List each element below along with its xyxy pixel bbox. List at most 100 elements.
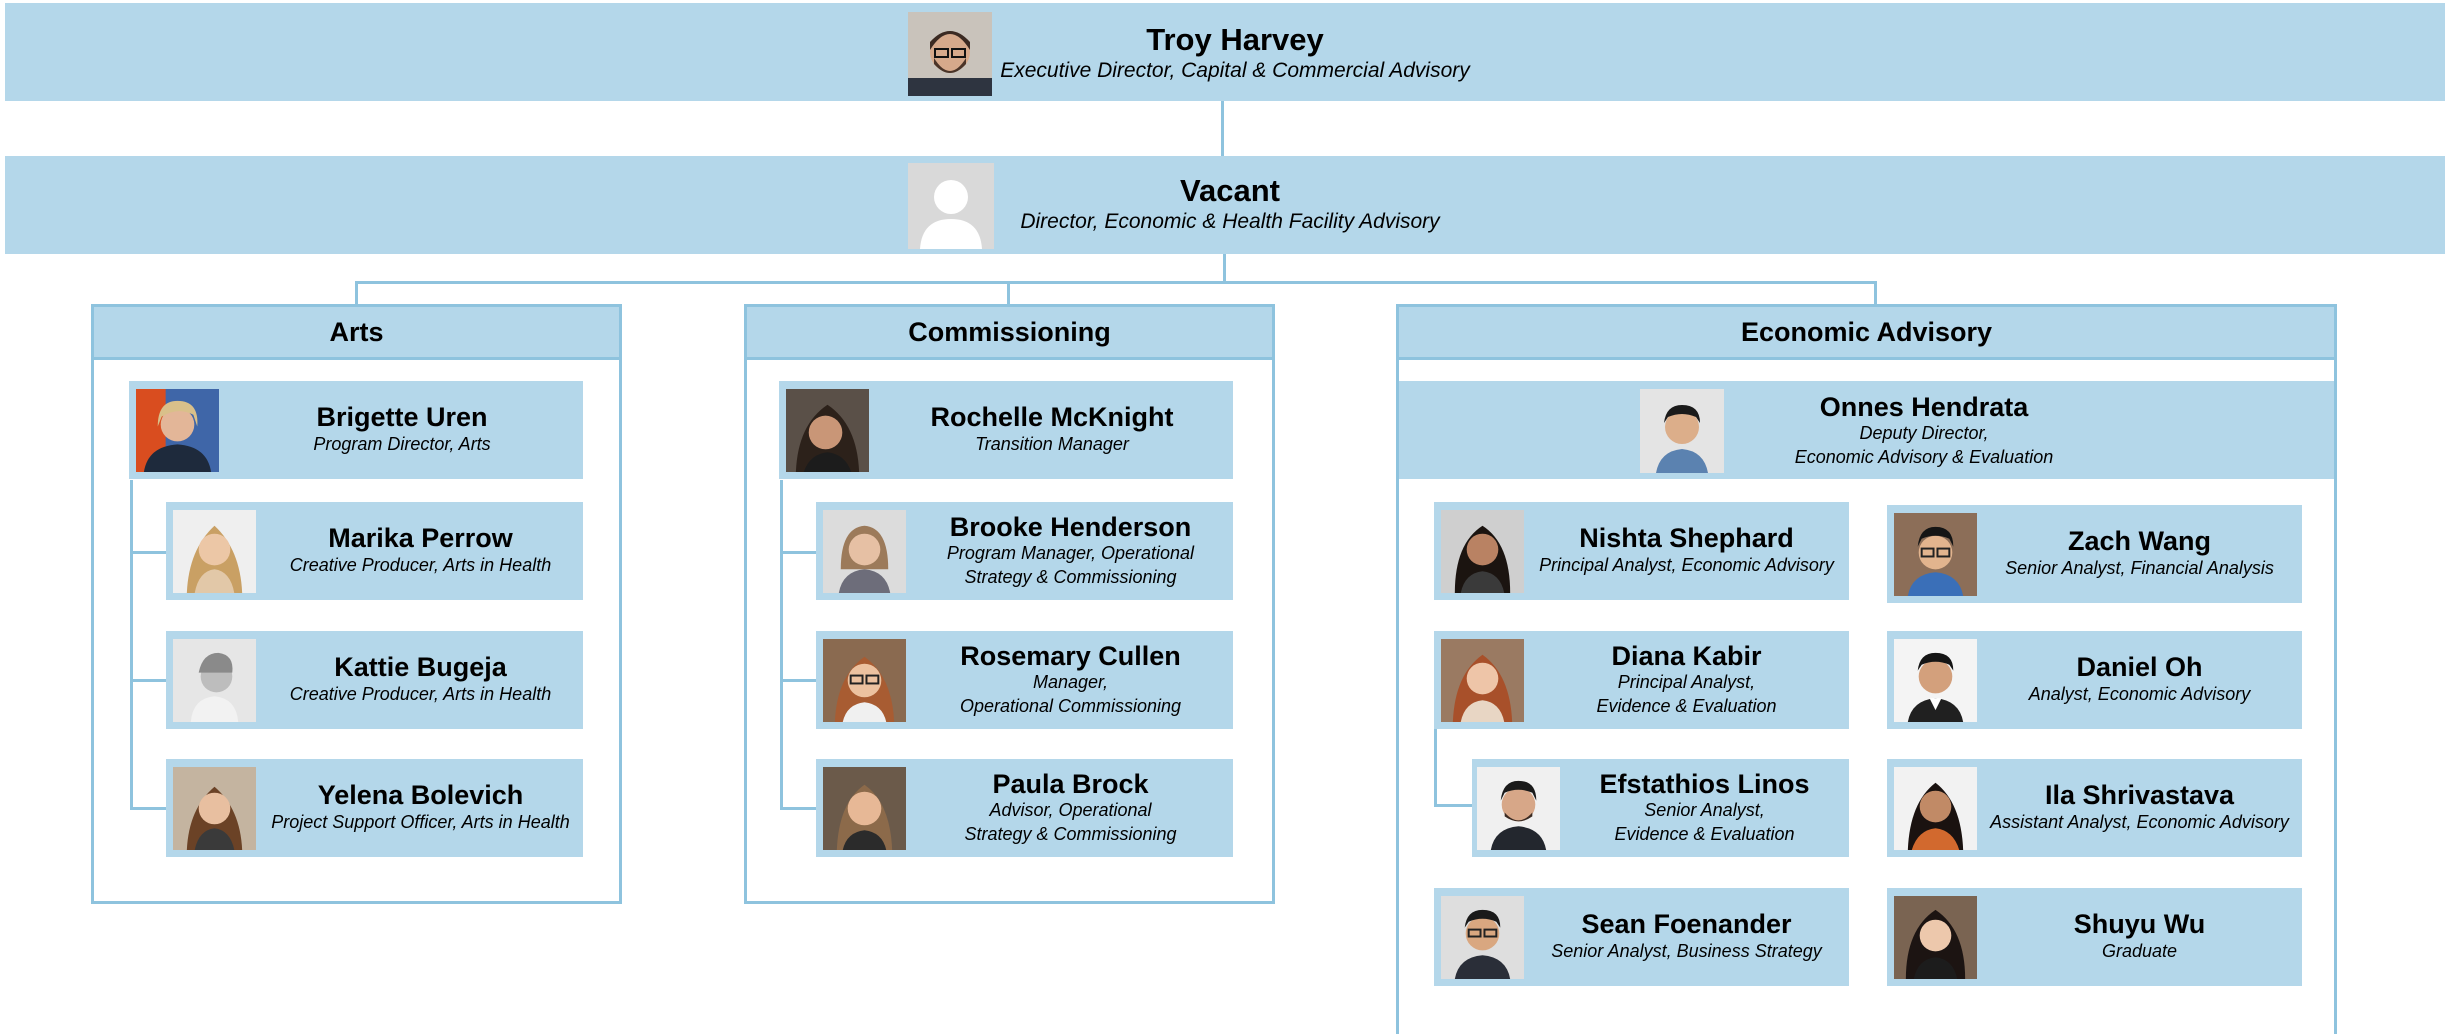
person-title: Deputy Director, Economic Advisory & Eva… bbox=[1794, 423, 2054, 467]
person-name: Efstathios Linos bbox=[1599, 768, 1810, 799]
person-info: Brigette Uren Program Director, Arts bbox=[221, 393, 583, 467]
person-info: Sean Foenander Senior Analyst, Business … bbox=[1524, 900, 1849, 974]
person-title: Director, Economic & Health Facility Adv… bbox=[1020, 210, 1440, 234]
person-title: Advisor, Operational Strategy & Commissi… bbox=[964, 800, 1177, 844]
person-photo bbox=[173, 510, 256, 593]
person-title: Graduate bbox=[2101, 941, 2178, 962]
person-name: Daniel Oh bbox=[2076, 652, 2203, 683]
person-card: Paula Brock Advisor, Operational Strateg… bbox=[816, 759, 1233, 857]
person-card: Kattie Bugeja Creative Producer, Arts in… bbox=[166, 631, 583, 729]
person-card: Marika Perrow Creative Producer, Arts in… bbox=[166, 502, 583, 600]
person-photo bbox=[908, 12, 992, 96]
connector bbox=[130, 551, 166, 554]
person-photo bbox=[1477, 767, 1560, 850]
person-photo bbox=[823, 767, 906, 850]
person-photo bbox=[786, 389, 869, 472]
person-title: Program Director, Arts bbox=[313, 434, 491, 455]
connector bbox=[1874, 281, 1877, 305]
connector bbox=[130, 679, 166, 682]
person-info: Troy Harvey Executive Director, Capital … bbox=[995, 19, 1475, 89]
person-title: Senior Analyst, Evidence & Evaluation bbox=[1614, 800, 1795, 844]
person-title: Senior Analyst, Financial Analysis bbox=[2005, 558, 2274, 579]
person-name: Paula Brock bbox=[992, 768, 1149, 799]
person-info: Zach Wang Senior Analyst, Financial Anal… bbox=[1977, 517, 2302, 591]
person-card: Shuyu Wu Graduate bbox=[1887, 888, 2302, 986]
person-info: Paula Brock Advisor, Operational Strateg… bbox=[908, 767, 1233, 849]
connector bbox=[355, 281, 358, 305]
person-photo bbox=[136, 389, 219, 472]
connector bbox=[1434, 804, 1472, 807]
connector bbox=[1007, 281, 1010, 305]
person-photo bbox=[1894, 767, 1977, 850]
person-info: Vacant Director, Economic & Health Facil… bbox=[1001, 170, 1459, 240]
person-title: Creative Producer, Arts in Health bbox=[289, 684, 552, 705]
person-name: Diana Kabir bbox=[1611, 640, 1762, 671]
connector bbox=[780, 679, 816, 682]
person-photo bbox=[1441, 510, 1524, 593]
person-card: Yelena Bolevich Project Support Officer,… bbox=[166, 759, 583, 857]
person-card: Ila Shrivastava Assistant Analyst, Econo… bbox=[1887, 759, 2302, 857]
person-photo bbox=[1441, 639, 1524, 722]
person-photo bbox=[1640, 389, 1724, 473]
person-photo bbox=[823, 510, 906, 593]
person-name: Vacant bbox=[1180, 173, 1280, 209]
person-card: Rosemary Cullen Manager, Operational Com… bbox=[816, 631, 1233, 729]
person-name: Sean Foenander bbox=[1581, 909, 1792, 940]
person-info: Kattie Bugeja Creative Producer, Arts in… bbox=[258, 643, 583, 717]
person-name: Yelena Bolevich bbox=[317, 780, 524, 811]
person-info: Ila Shrivastava Assistant Analyst, Econo… bbox=[1977, 771, 2302, 845]
person-name: Onnes Hendrata bbox=[1819, 391, 2029, 422]
person-info: Brooke Henderson Program Manager, Operat… bbox=[908, 510, 1233, 592]
connector bbox=[1434, 729, 1437, 807]
person-card: Zach Wang Senior Analyst, Financial Anal… bbox=[1887, 505, 2302, 603]
person-card: Efstathios Linos Senior Analyst, Evidenc… bbox=[1472, 759, 1849, 857]
person-name: Zach Wang bbox=[2067, 526, 2211, 557]
person-name: Nishta Shephard bbox=[1579, 523, 1794, 554]
group-heading: Arts bbox=[94, 307, 619, 360]
person-card: Brigette Uren Program Director, Arts bbox=[129, 381, 583, 479]
person-title: Program Manager, Operational Strategy & … bbox=[946, 543, 1195, 587]
person-title: Assistant Analyst, Economic Advisory bbox=[1990, 812, 2289, 833]
person-card: Nishta Shephard Principal Analyst, Econo… bbox=[1434, 502, 1849, 600]
person-title: Transition Manager bbox=[975, 434, 1129, 455]
connector bbox=[355, 281, 1877, 284]
connector bbox=[1221, 100, 1224, 156]
person-card: Diana Kabir Principal Analyst, Evidence … bbox=[1434, 631, 1849, 729]
person-name: Ila Shrivastava bbox=[2044, 780, 2235, 811]
person-name: Rochelle McKnight bbox=[930, 402, 1174, 433]
connector bbox=[780, 551, 816, 554]
person-info: Marika Perrow Creative Producer, Arts in… bbox=[258, 514, 583, 588]
person-photo bbox=[173, 767, 256, 850]
executive-director-box: Troy Harvey Executive Director, Capital … bbox=[5, 3, 2445, 101]
person-info: Efstathios Linos Senior Analyst, Evidenc… bbox=[1560, 767, 1849, 849]
person-card: Sean Foenander Senior Analyst, Business … bbox=[1434, 888, 1849, 986]
person-title: Manager, Operational Commissioning bbox=[959, 672, 1182, 716]
person-photo bbox=[1894, 896, 1977, 979]
person-card: Daniel Oh Analyst, Economic Advisory bbox=[1887, 631, 2302, 729]
person-name: Marika Perrow bbox=[328, 523, 513, 554]
person-photo bbox=[173, 639, 256, 722]
person-name: Rosemary Cullen bbox=[960, 640, 1181, 671]
person-photo bbox=[1441, 896, 1524, 979]
placeholder-avatar-icon bbox=[908, 163, 994, 249]
person-photo bbox=[1894, 513, 1977, 596]
person-info: Rosemary Cullen Manager, Operational Com… bbox=[908, 639, 1233, 721]
person-title: Executive Director, Capital & Commercial… bbox=[1000, 59, 1470, 83]
person-name: Brigette Uren bbox=[316, 402, 488, 433]
person-card: Onnes Hendrata Deputy Director, Economic… bbox=[1399, 381, 2334, 479]
connector bbox=[1223, 253, 1226, 283]
person-name: Kattie Bugeja bbox=[334, 652, 507, 683]
person-name: Troy Harvey bbox=[1146, 22, 1324, 58]
person-card: Rochelle McKnight Transition Manager bbox=[779, 381, 1233, 479]
person-name: Brooke Henderson bbox=[949, 511, 1192, 542]
person-photo bbox=[823, 639, 906, 722]
group-heading: Commissioning bbox=[747, 307, 1272, 360]
group-heading: Economic Advisory bbox=[1399, 307, 2334, 360]
person-info: Rochelle McKnight Transition Manager bbox=[871, 393, 1233, 467]
connector bbox=[780, 480, 783, 810]
connector bbox=[130, 807, 166, 810]
person-title: Project Support Officer, Arts in Health bbox=[271, 812, 570, 833]
person-title: Principal Analyst, Evidence & Evaluation bbox=[1596, 672, 1777, 716]
connector bbox=[130, 480, 133, 810]
person-title: Senior Analyst, Business Strategy bbox=[1551, 941, 1822, 962]
